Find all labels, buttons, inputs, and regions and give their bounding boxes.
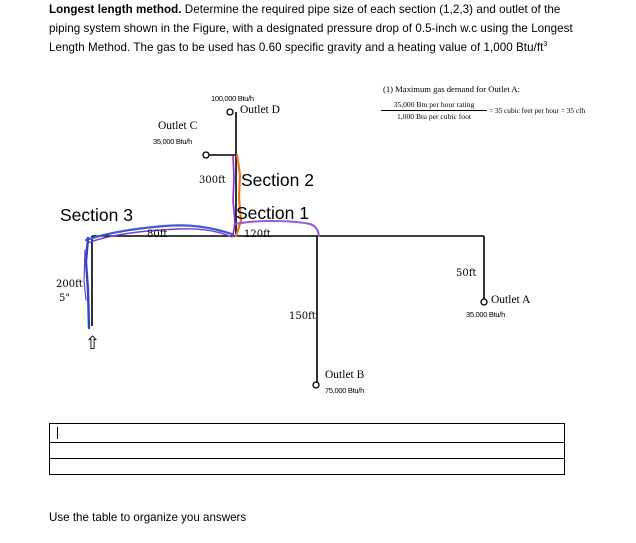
- outlet-a-valve-icon: [480, 298, 488, 306]
- note-heading: (1) Maximum gas demand for Outlet A:: [383, 84, 520, 94]
- text-cursor: [57, 426, 58, 439]
- problem-statement: Longest length method. Determine the req…: [49, 0, 594, 57]
- outlet-c-rating: 35,000 Btu/h: [153, 137, 192, 146]
- answer-table[interactable]: [49, 423, 565, 475]
- drop-a-length: 50ft: [456, 268, 477, 279]
- section-2-label: Section 2: [241, 170, 314, 190]
- inlet-arrow-icon: ⇧: [85, 333, 101, 354]
- table-cell[interactable]: [49, 442, 565, 459]
- section-3-label: Section 3: [60, 205, 133, 225]
- pipe-lines: [91, 112, 485, 383]
- segment-1-length: 120ft: [244, 229, 271, 240]
- outlet-b-label: Outlet B: [325, 369, 365, 381]
- problem-superscript: 3: [543, 41, 548, 48]
- riser-d-length: 300ft: [199, 175, 226, 186]
- note-denominator: 1,000 Btu per cubic foot: [396, 112, 472, 121]
- note-fraction: 35,000 Btu per hour rating 1,000 Btu per…: [381, 100, 487, 121]
- section-2-highlight-purple: [232, 155, 236, 237]
- outlet-a-label: Outlet A: [491, 294, 531, 306]
- outlet-d-valve-icon: [226, 108, 234, 116]
- outlet-c-label: Outlet C: [158, 120, 198, 132]
- drop-b-length: 150ft: [289, 311, 316, 322]
- inlet-length: 200ft: [56, 279, 83, 290]
- inlet-size: 5": [59, 293, 70, 304]
- outlet-b-rating: 75,000 Btu/h: [325, 386, 364, 395]
- problem-title: Longest length method.: [49, 3, 182, 16]
- note-result: = 35 cubic feet per hour = 35 cfh: [489, 106, 586, 115]
- footer-instruction: Use the table to organize you answers: [49, 511, 247, 524]
- segment-c-length: 80ft: [147, 229, 168, 240]
- inlet-highlight-2: [83, 249, 87, 301]
- inlet-highlight: [84, 236, 91, 330]
- table-cell[interactable]: [49, 458, 565, 475]
- problem-text: Determine the required pipe size of each…: [49, 3, 573, 54]
- table-row: [49, 423, 565, 443]
- section-1-label: Section 1: [236, 203, 309, 223]
- outlet-c-valve-icon: [202, 151, 210, 159]
- outlet-a-rating: 35,000 Btu/h: [466, 310, 505, 319]
- table-row: [49, 458, 565, 475]
- table-row: [49, 442, 565, 459]
- outlet-d-label: Outlet D: [240, 104, 280, 116]
- outlet-b-valve-icon: [312, 381, 320, 389]
- note-numerator: 35,000 Btu per hour rating: [381, 100, 487, 111]
- table-cell[interactable]: [49, 423, 565, 443]
- outlet-d-rating: 100,000 Btu/h: [211, 94, 254, 103]
